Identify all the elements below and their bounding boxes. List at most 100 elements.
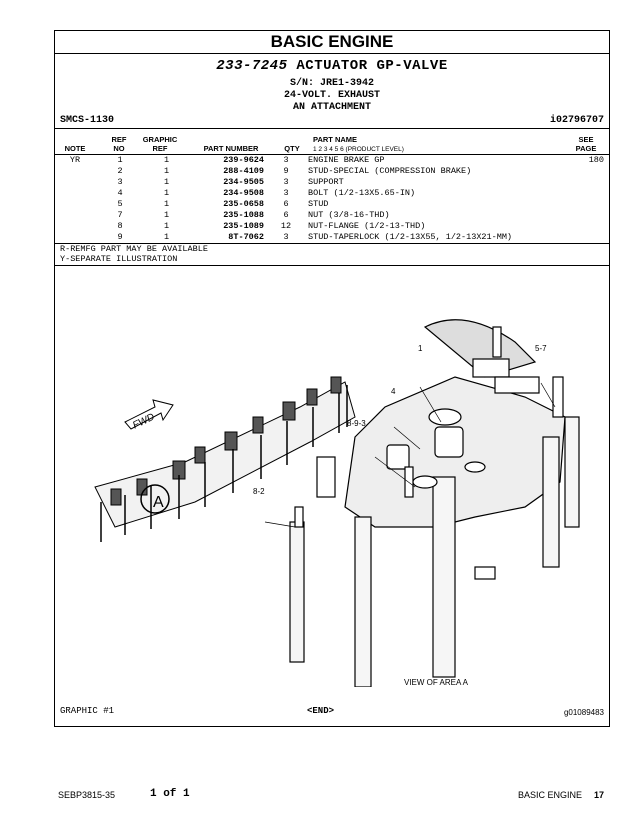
cell-see (548, 210, 604, 221)
graphic-code: g01089483 (563, 708, 604, 717)
cell-name: ENGINE BRAKE GP (308, 155, 385, 165)
area-label: A (153, 494, 164, 511)
fwd-label: FWD (131, 412, 156, 432)
cell-qty: 9 (283, 166, 289, 176)
cell-qty: 6 (283, 210, 289, 220)
end-label: <END> (307, 706, 335, 716)
footer-section: BASIC ENGINE (518, 790, 583, 800)
col-product-level: 1 2 3 4 5 6 (PRODUCT LEVEL) (313, 146, 404, 153)
legend-note: Y-SEPARATE ILLUSTRATION (60, 254, 178, 264)
parts-page-frame: BASIC ENGINE 233-7245 ACTUATOR GP-VALVE … (54, 30, 610, 727)
cell-see (548, 166, 604, 177)
cell-gref: 1 (163, 199, 170, 209)
cell-note (55, 177, 95, 188)
cell-qty: 12 (280, 221, 292, 231)
callout-label: 5-7 (535, 344, 547, 353)
legend-note: R-REMFG PART MAY BE AVAILABLE (60, 244, 208, 254)
cell-qty: 6 (283, 199, 289, 209)
cell-note (55, 210, 95, 221)
cell-gref: 1 (163, 166, 170, 176)
group-title: 233-7245 ACTUATOR GP-VALVE (55, 58, 609, 74)
cell-see (548, 221, 604, 232)
assembly-overview (94, 376, 356, 542)
cell-name: STUD-SPECIAL (COMPRESSION BRAKE) (308, 166, 472, 176)
footer-page-number: 17 (594, 790, 605, 800)
cell-name: STUD-TAPERLOCK (1/2-13X55, 1/2-13X21-MM) (308, 232, 513, 242)
cell-pn[interactable]: 235-1088 (223, 210, 264, 220)
parts-illustration: A FWD (94, 319, 580, 687)
cell-pn[interactable]: 235-0658 (223, 199, 264, 209)
cell-see (548, 177, 604, 188)
cell-gref: 1 (163, 177, 170, 187)
callout-label: 8-9-3 (347, 419, 366, 428)
cell-see (548, 232, 604, 243)
cell-see[interactable]: 180 (588, 155, 604, 165)
cell-name: SUPPORT (308, 177, 344, 187)
cell-ref: 4 (117, 188, 123, 198)
col-graphic-ref: GRAPHIC REF (142, 135, 178, 153)
divider (55, 243, 609, 244)
cell-name: STUD (308, 199, 329, 209)
cell-gref: 1 (163, 210, 170, 220)
cell-pn[interactable]: 234-9505 (223, 177, 264, 187)
illustration-code: i02796707 (549, 115, 604, 126)
cell-gref: 1 (163, 188, 170, 198)
table-row: 8 1 235-1089 12 NUT-FLANGE (1/2-13-THD) (55, 221, 604, 232)
group-part-name: ACTUATOR GP-VALVE (296, 58, 448, 74)
cell-qty: 3 (283, 177, 289, 187)
cell-pn[interactable]: 234-9508 (223, 188, 264, 198)
table-row: 3 1 234-9505 3 SUPPORT (55, 177, 604, 188)
table-row: 2 1 288-4109 9 STUD-SPECIAL (COMPRESSION BRA… (55, 166, 604, 177)
group-part-number[interactable]: 233-7245 (216, 58, 288, 74)
cell-note: YR (69, 155, 81, 165)
cell-pn[interactable]: 288-4109 (223, 166, 264, 176)
cell-ref: 3 (117, 177, 123, 187)
callout-label: 1 (418, 344, 423, 353)
cell-note (55, 199, 95, 210)
cell-gref: 1 (163, 232, 170, 242)
serial-number: S/N: JRE1-3942 (289, 78, 374, 89)
divider (55, 154, 609, 155)
cell-see (548, 199, 604, 210)
cell-gref: 1 (163, 155, 170, 165)
cell-ref: 1 (117, 155, 123, 165)
table-row: 5 1 235-0658 6 STUD (55, 199, 604, 210)
footer-page-of: 1 of 1 (150, 788, 190, 800)
cell-ref: 7 (117, 210, 123, 220)
table-row: YR 1 1 239-9624 3 ENGINE BRAKE GP 180 (55, 155, 604, 166)
col-ref-no: REF NO (111, 135, 127, 153)
cell-ref: 2 (117, 166, 123, 176)
group-desc-1: 24-VOLT. EXHAUST (283, 90, 380, 101)
cell-ref: 8 (117, 221, 123, 231)
cell-note (55, 221, 95, 232)
col-qty: QTY (284, 144, 300, 153)
cell-note (55, 188, 95, 199)
cell-qty: 3 (283, 188, 289, 198)
view-of-area-label: VIEW OF AREA A (404, 678, 469, 687)
divider (55, 265, 609, 266)
cell-pn[interactable]: 239-9624 (223, 155, 264, 165)
cell-ref: 5 (117, 199, 123, 209)
col-see-page: SEE PAGE (575, 135, 597, 153)
cell-name: NUT-FLANGE (1/2-13-THD) (308, 221, 426, 231)
col-part-number: PART NUMBER (203, 144, 259, 153)
cell-see (548, 188, 604, 199)
col-part-name: PART NAME (313, 135, 358, 144)
cell-pn[interactable]: 8T-7062 (228, 232, 264, 242)
graphic-label: GRAPHIC #1 (60, 706, 115, 716)
cell-qty: 3 (283, 232, 289, 242)
cell-note (55, 166, 95, 177)
section-title: BASIC ENGINE (55, 31, 609, 54)
assembly-detail (289, 319, 580, 687)
cell-name: BOLT (1/2-13X5.65-IN) (308, 188, 416, 198)
cell-note (55, 232, 95, 243)
cell-gref: 1 (163, 221, 170, 231)
cell-pn[interactable]: 235-1089 (223, 221, 264, 231)
cell-qty: 3 (283, 155, 289, 165)
smcs-code: SMCS-1130 (60, 115, 115, 126)
table-row: 4 1 234-9508 3 BOLT (1/2-13X5.65-IN) (55, 188, 604, 199)
footer-doc-code: SEBP3815-35 (58, 790, 116, 800)
